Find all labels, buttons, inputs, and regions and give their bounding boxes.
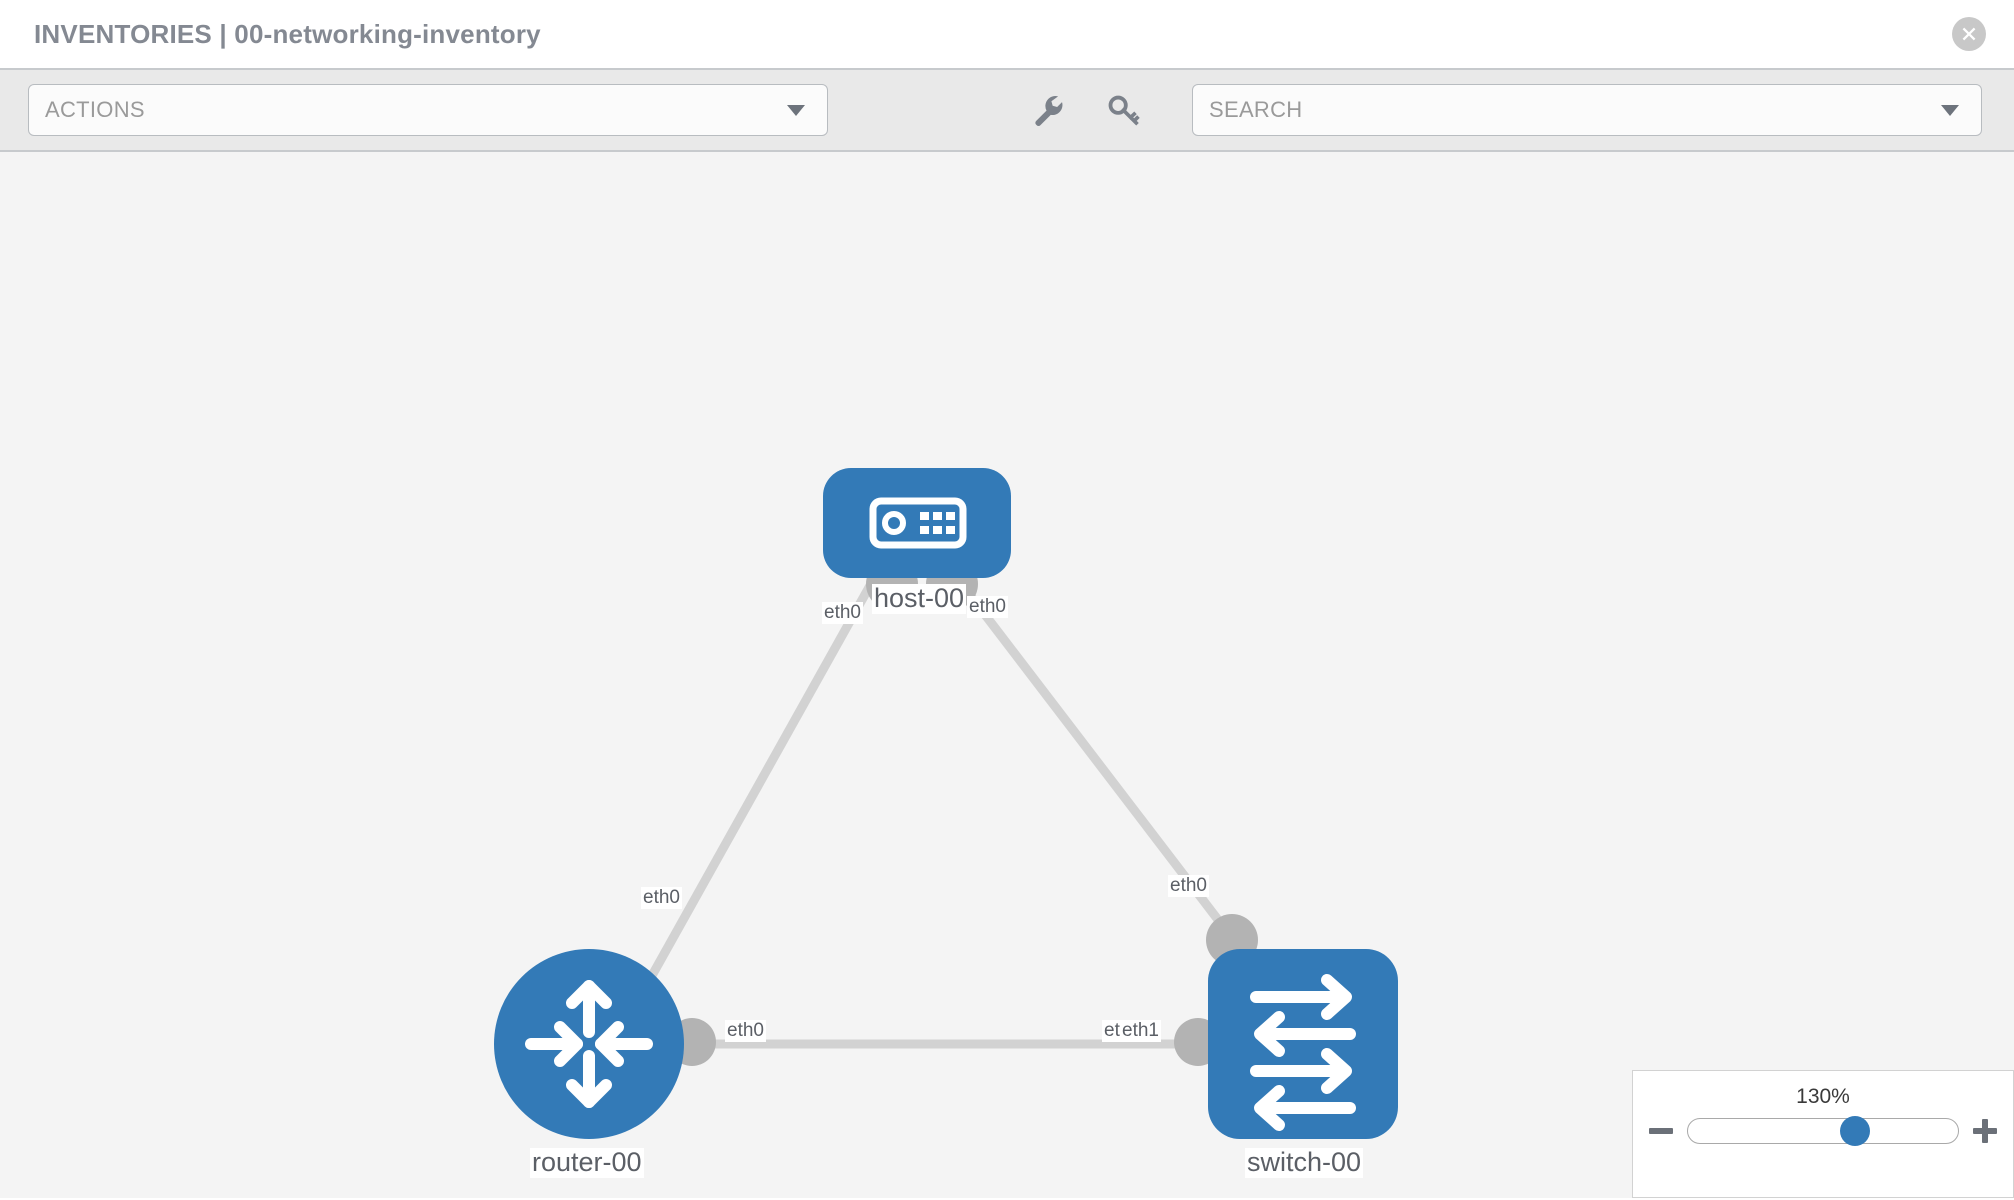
close-button[interactable] [1952, 17, 1986, 51]
topology-canvas[interactable]: host-00 router-00 switch-00 eth0 eth0 et… [0, 152, 2014, 1198]
node-host-00 [823, 468, 1011, 578]
zoom-control-panel: 130% [1632, 1070, 2014, 1198]
topology-edges [636, 579, 1239, 1049]
node-switch-00 [1208, 949, 1398, 1139]
wrench-icon[interactable] [1028, 90, 1068, 130]
topology-ports [668, 558, 1258, 1066]
edge-label-switch00-left-eth1: eth1 [1120, 1020, 1161, 1042]
edge-label-router00-up-eth0: eth0 [641, 887, 682, 909]
chevron-down-icon [1941, 104, 1959, 116]
router-arrows-icon [525, 980, 653, 1108]
switch-arrows-icon [1250, 974, 1356, 1131]
node-router-00 [494, 949, 684, 1139]
node-label-router-00: router-00 [530, 1147, 644, 1178]
node-label-switch-00: switch-00 [1245, 1147, 1364, 1178]
server-icon [869, 497, 967, 549]
page-title: INVENTORIES | 00-networking-inventory [34, 18, 541, 49]
minus-icon[interactable] [1647, 1117, 1675, 1145]
actions-dropdown-label: ACTIONS [45, 97, 145, 122]
search-input[interactable]: SEARCH [1192, 84, 1982, 136]
zoom-level-label: 130% [1796, 1085, 1850, 1108]
chevron-down-icon [787, 104, 805, 116]
page-header: INVENTORIES | 00-networking-inventory [0, 0, 2014, 68]
edge-host00-router00 [636, 579, 876, 1000]
zoom-slider-row [1633, 1116, 2013, 1146]
topology-graph [494, 468, 1398, 1139]
key-icon[interactable] [1104, 90, 1144, 130]
node-label-host-00: host-00 [872, 583, 967, 614]
edge-label-router00-right-eth0: eth0 [725, 1020, 766, 1042]
actions-dropdown[interactable]: ACTIONS [28, 84, 828, 136]
edge-label-switch00-up-eth0: eth0 [1168, 875, 1209, 897]
zoom-slider-track[interactable] [1687, 1116, 1959, 1146]
toolbar: ACTIONS SEARCH [0, 68, 2014, 152]
search-placeholder: SEARCH [1209, 97, 1303, 122]
close-circle-icon [1959, 24, 1979, 44]
edge-label-host00-left-eth0: eth0 [822, 602, 863, 624]
toolbar-icon-group [1028, 90, 1144, 130]
edge-label-host00-right-eth0: eth0 [967, 596, 1008, 618]
zoom-slider-thumb[interactable] [1840, 1116, 1871, 1146]
plus-icon[interactable] [1971, 1117, 1999, 1145]
